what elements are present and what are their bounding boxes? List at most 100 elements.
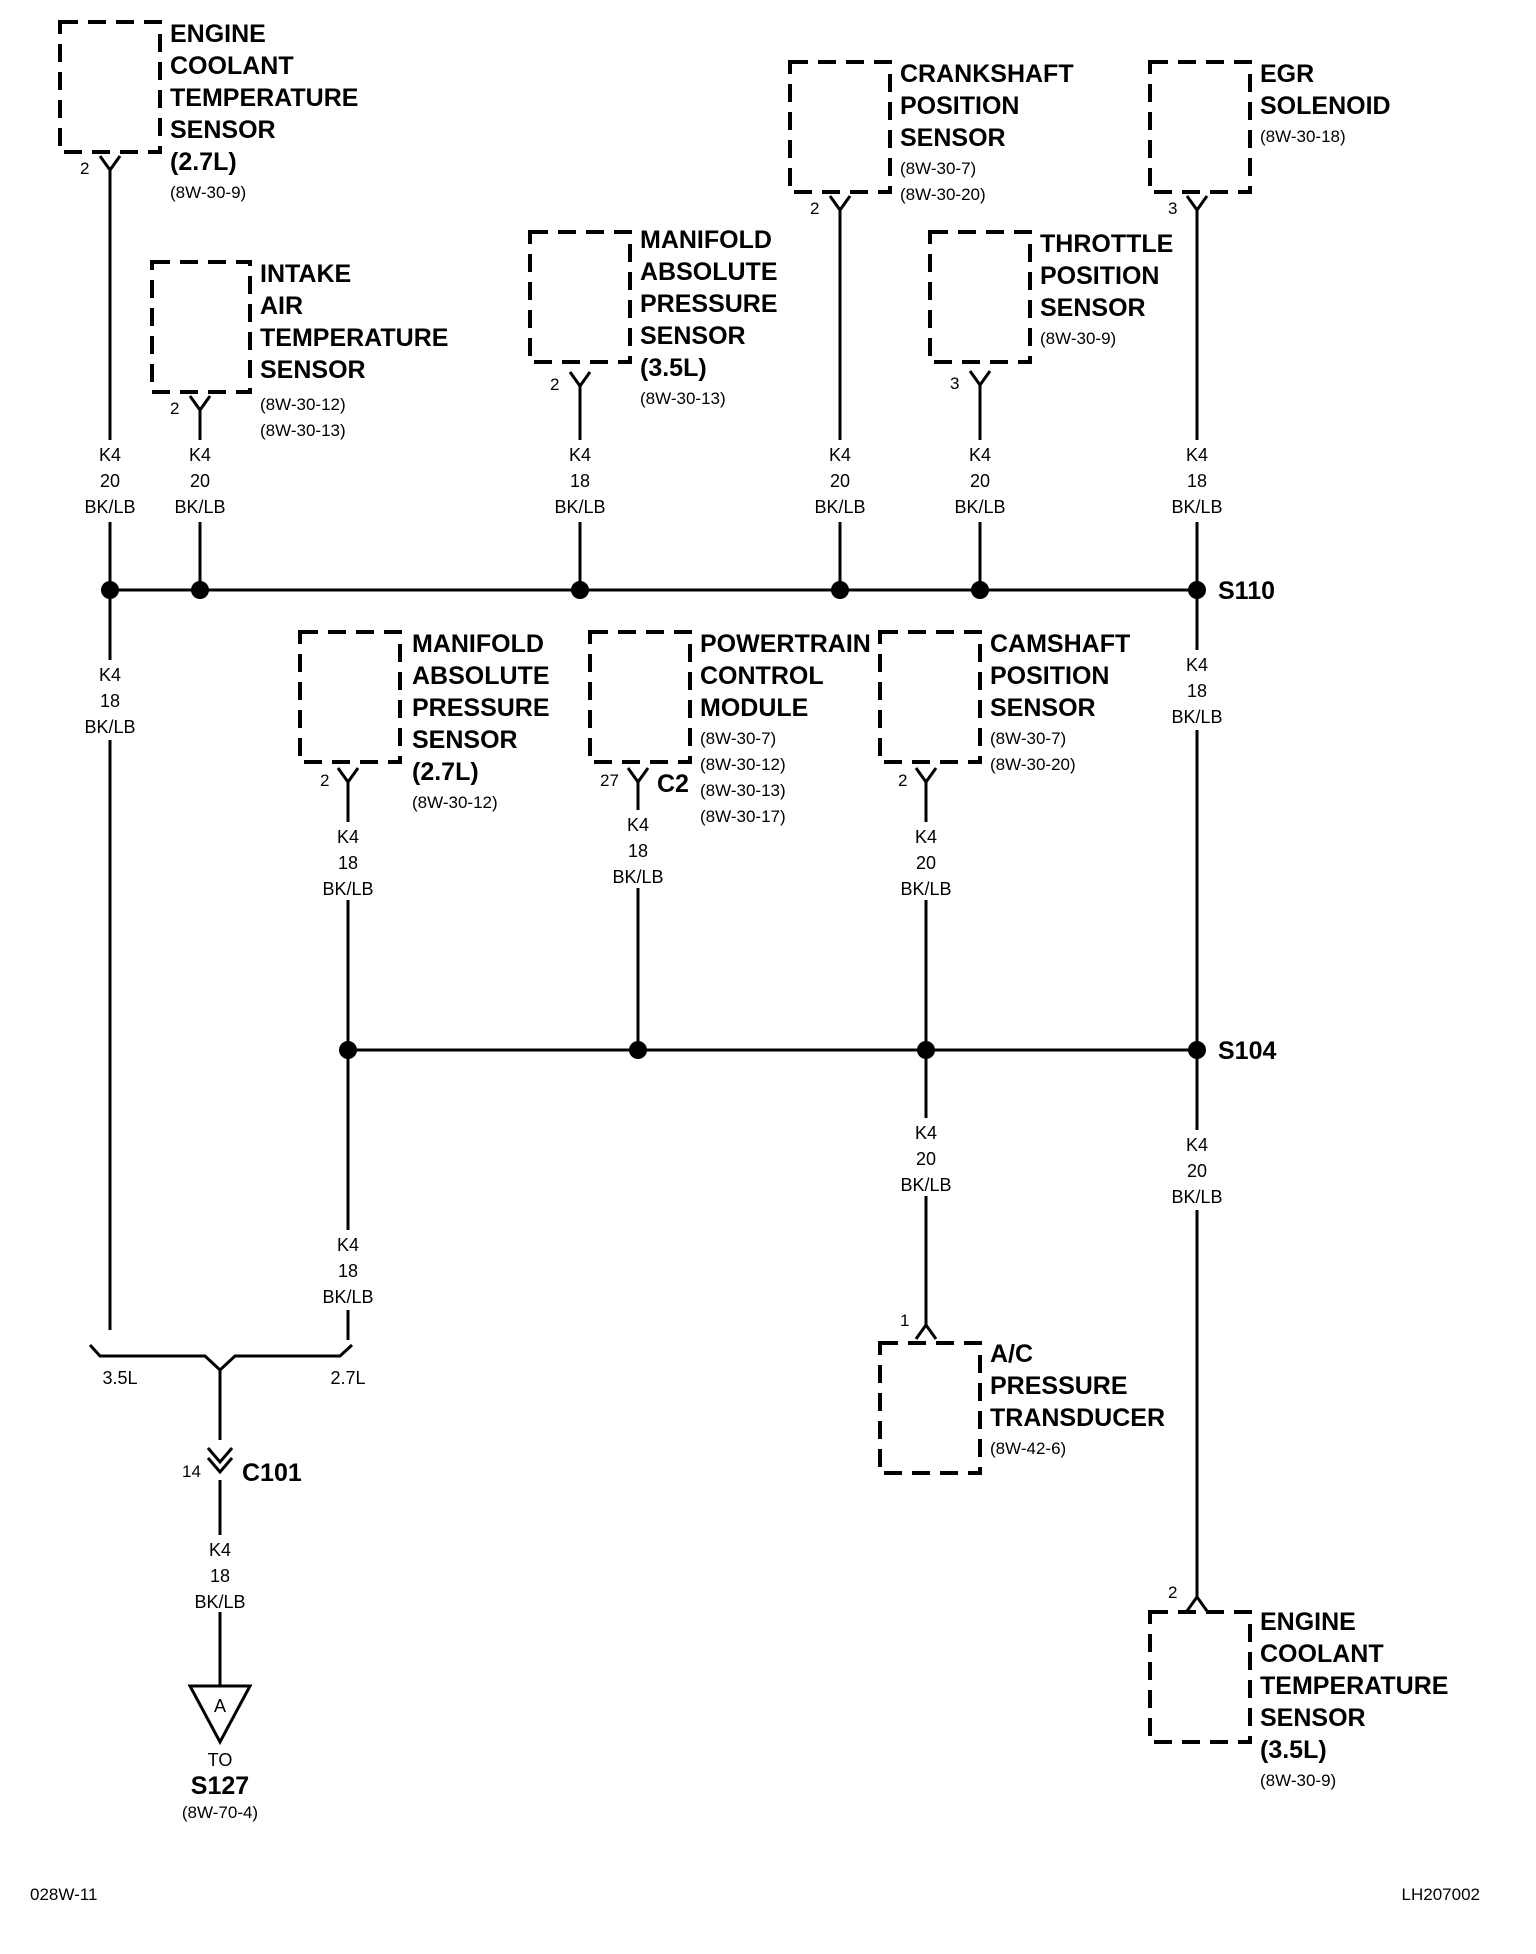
svg-text:K4: K4 <box>209 1540 231 1560</box>
svg-text:MANIFOLD: MANIFOLD <box>640 226 772 254</box>
tps-box <box>928 230 1032 364</box>
tps-title: THROTTLE POSITION SENSOR (8W-30-9) <box>1040 230 1173 348</box>
wire-label-tps: K4 20 BK/LB <box>954 445 1005 517</box>
svg-text:K4: K4 <box>829 445 851 465</box>
svg-text:20: 20 <box>190 471 210 491</box>
svg-text:POSITION: POSITION <box>990 662 1109 690</box>
svg-text:20: 20 <box>830 471 850 491</box>
svg-text:18: 18 <box>1187 681 1207 701</box>
wire-label-ect27: K4 20 BK/LB <box>84 445 135 517</box>
pin-ect35: 2 <box>1168 1583 1177 1602</box>
svg-text:SENSOR: SENSOR <box>260 356 366 384</box>
map-35-title: MANIFOLD ABSOLUTE PRESSURE SENSOR (3.5L)… <box>640 226 778 408</box>
iat-title: INTAKE AIR TEMPERATURE SENSOR (8W-30-12)… <box>260 260 448 440</box>
svg-text:MANIFOLD: MANIFOLD <box>412 630 544 658</box>
egr-box <box>1148 60 1252 194</box>
svg-text:BK/LB: BK/LB <box>194 1592 245 1612</box>
egr-title: EGR SOLENOID (8W-30-18) <box>1260 60 1391 146</box>
svg-text:(8W-30-13): (8W-30-13) <box>640 389 726 408</box>
svg-text:(8W-30-17): (8W-30-17) <box>700 807 786 826</box>
cmp-terminal <box>914 767 938 785</box>
wire-label-ckp: K4 20 BK/LB <box>814 445 865 517</box>
svg-text:MODULE: MODULE <box>700 694 808 722</box>
svg-text:BK/LB: BK/LB <box>174 497 225 517</box>
svg-text:(8W-30-13): (8W-30-13) <box>700 781 786 800</box>
pcm-connector-label: C2 <box>657 770 689 798</box>
wire-label-s104-ac: K4 20 BK/LB <box>900 1123 951 1195</box>
svg-text:(8W-30-20): (8W-30-20) <box>990 755 1076 774</box>
ac-terminal <box>914 1322 938 1340</box>
svg-text:ENGINE: ENGINE <box>170 20 266 48</box>
ect-27-title: ENGINE COOLANT TEMPERATURE SENSOR (2.7L)… <box>170 20 358 202</box>
ac-title: A/C PRESSURE TRANSDUCER (8W-42-6) <box>990 1340 1165 1458</box>
svg-text:BK/LB: BK/LB <box>814 497 865 517</box>
pin-ect27: 2 <box>80 159 89 178</box>
svg-text:PRESSURE: PRESSURE <box>640 290 778 318</box>
map27-terminal <box>336 767 360 785</box>
svg-text:POWERTRAIN: POWERTRAIN <box>700 630 871 658</box>
ect-35-box <box>1148 1610 1252 1744</box>
ect-35-title: ENGINE COOLANT TEMPERATURE SENSOR (3.5L)… <box>1260 1608 1448 1790</box>
c101-connector-icon <box>206 1447 234 1475</box>
pcm-title: POWERTRAIN CONTROL MODULE (8W-30-7) (8W-… <box>700 630 871 826</box>
map-27-title: MANIFOLD ABSOLUTE PRESSURE SENSOR (2.7L)… <box>412 630 550 812</box>
svg-text:BK/LB: BK/LB <box>554 497 605 517</box>
iat-terminal <box>188 395 212 413</box>
svg-text:BK/LB: BK/LB <box>900 1175 951 1195</box>
svg-text:BK/LB: BK/LB <box>1171 497 1222 517</box>
wire-label-s104-left: K4 18 BK/LB <box>322 1235 373 1307</box>
svg-text:K4: K4 <box>915 827 937 847</box>
tps-terminal <box>968 370 992 388</box>
svg-text:SENSOR: SENSOR <box>900 124 1006 152</box>
svg-text:18: 18 <box>100 691 120 711</box>
branch-label-3-5l: 3.5L <box>102 1368 137 1388</box>
egr-terminal <box>1185 195 1209 213</box>
svg-text:(3.5L): (3.5L) <box>640 354 707 382</box>
footer-page-id: 028W-11 <box>30 1885 97 1904</box>
svg-text:EGR: EGR <box>1260 60 1314 88</box>
wire-label-s104-ect35: K4 20 BK/LB <box>1171 1135 1222 1207</box>
wire-label-s110-left: K4 18 BK/LB <box>84 665 135 737</box>
svg-text:20: 20 <box>970 471 990 491</box>
svg-text:SENSOR: SENSOR <box>990 694 1096 722</box>
ckp-box <box>788 60 892 194</box>
svg-text:ENGINE: ENGINE <box>1260 1608 1356 1636</box>
svg-text:18: 18 <box>338 1261 358 1281</box>
ckp-terminal <box>828 195 852 213</box>
wire-label-map35: K4 18 BK/LB <box>554 445 605 517</box>
pin-ac: 1 <box>900 1311 909 1330</box>
wire-label-map27: K4 18 BK/LB <box>322 827 373 899</box>
svg-text:TEMPERATURE: TEMPERATURE <box>1260 1672 1448 1700</box>
offpage-ref: (8W-70-4) <box>182 1803 258 1822</box>
wire-label-s110-s104: K4 18 BK/LB <box>1171 655 1222 727</box>
svg-text:K4: K4 <box>1186 445 1208 465</box>
svg-text:A/C: A/C <box>990 1340 1033 1368</box>
pin-cmp: 2 <box>898 771 907 790</box>
svg-text:18: 18 <box>338 853 358 873</box>
svg-text:K4: K4 <box>99 665 121 685</box>
splice-label-s104: S104 <box>1218 1037 1276 1065</box>
wire-label-pcm: K4 18 BK/LB <box>612 815 663 887</box>
cmp-box <box>878 630 982 764</box>
wire-label-iat: K4 20 BK/LB <box>174 445 225 517</box>
pin-tps: 3 <box>950 374 959 393</box>
cmp-title: CAMSHAFT POSITION SENSOR (8W-30-7) (8W-3… <box>990 630 1130 774</box>
svg-text:(8W-30-9): (8W-30-9) <box>1260 1771 1336 1790</box>
svg-text:SENSOR: SENSOR <box>412 726 518 754</box>
svg-text:CRANKSHAFT: CRANKSHAFT <box>900 60 1074 88</box>
svg-text:BK/LB: BK/LB <box>322 1287 373 1307</box>
svg-text:BK/LB: BK/LB <box>612 867 663 887</box>
svg-text:20: 20 <box>916 1149 936 1169</box>
svg-text:(8W-42-6): (8W-42-6) <box>990 1439 1066 1458</box>
branch-junction <box>88 1343 354 1373</box>
svg-text:20: 20 <box>1187 1161 1207 1181</box>
svg-text:(8W-30-7): (8W-30-7) <box>900 159 976 178</box>
ac-box <box>878 1341 982 1475</box>
svg-text:(8W-30-7): (8W-30-7) <box>700 729 776 748</box>
svg-text:BK/LB: BK/LB <box>954 497 1005 517</box>
pcm-terminal <box>626 767 650 785</box>
svg-text:INTAKE: INTAKE <box>260 260 351 288</box>
offpage-letter: A <box>214 1696 226 1716</box>
wire-label-c101-out: K4 18 BK/LB <box>194 1540 245 1612</box>
